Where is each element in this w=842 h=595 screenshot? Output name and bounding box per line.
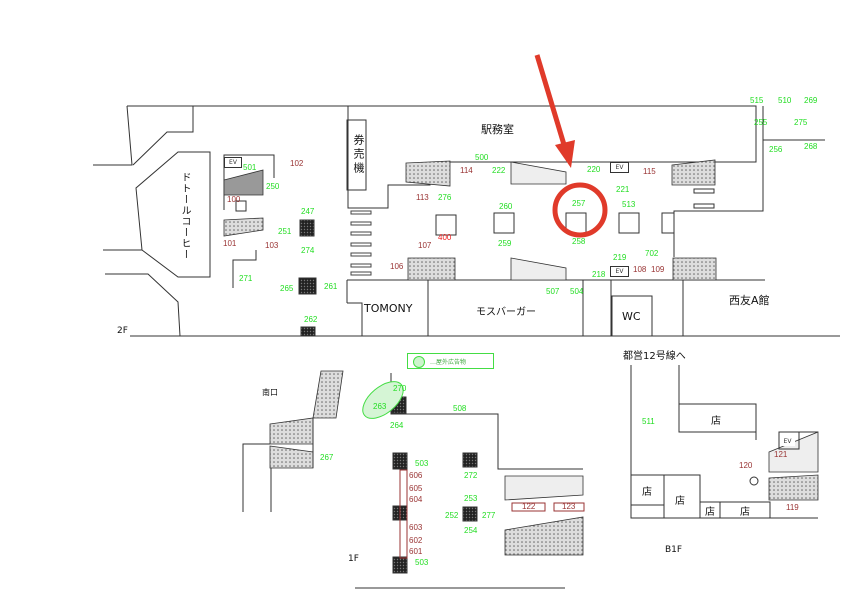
elevator-b1f: EV <box>780 437 795 446</box>
equipment-number-label: 109 <box>651 265 665 274</box>
ad-number-label: 254 <box>464 526 478 535</box>
floor-b1f-label: B1F <box>665 545 683 555</box>
equipment-number-label: 107 <box>418 241 432 250</box>
ad-number-label: 503 <box>415 459 429 468</box>
equipment-number-label: 119 <box>786 503 799 512</box>
ad-number-label: 251 <box>278 227 292 236</box>
ad-number-label: 256 <box>769 145 783 154</box>
equipment-number-label: 114 <box>460 166 473 175</box>
equipment-number-label: 100 <box>227 195 241 204</box>
ad-number-label: 513 <box>622 200 636 209</box>
ad-number-label: 272 <box>464 471 478 480</box>
highlighted-ad-number-label: 257 <box>572 199 586 208</box>
elevator-2f-north: EV <box>610 162 629 173</box>
ad-number-label: 275 <box>794 118 808 127</box>
ad-number-label: 269 <box>804 96 818 105</box>
ad-number-label: 507 <box>546 287 560 296</box>
floor-2f-label: 2F <box>117 326 128 336</box>
ad-number-label: 276 <box>438 193 452 202</box>
outdoor-ad-legend-swatch <box>413 356 425 368</box>
ad-number-label: 262 <box>304 315 318 324</box>
ad-number-label: 253 <box>464 494 478 503</box>
legend-text: …屋外広告物 <box>430 359 467 366</box>
ad-number-label: 252 <box>445 511 459 520</box>
equipment-number-label: 604 <box>409 495 423 504</box>
ad-number-label: 264 <box>390 421 404 430</box>
ad-number-label: 277 <box>482 511 496 520</box>
mos-burger-label: モスバーガー <box>476 307 536 318</box>
equipment-number-label: 603 <box>409 523 423 532</box>
shop-label: 店 <box>705 507 715 518</box>
shop-label: 店 <box>740 507 750 518</box>
floor-1f-label: 1F <box>348 554 359 564</box>
equipment-number-label: 113 <box>416 193 429 202</box>
ad-number-label: 222 <box>492 166 506 175</box>
ad-number-label: 255 <box>754 118 768 127</box>
crosswalk <box>350 210 372 276</box>
tomony-label: TOMONY <box>364 302 413 315</box>
ad-number-label: 268 <box>804 142 818 151</box>
ad-number-label: 220 <box>587 165 601 174</box>
ad-number-label: 501 <box>243 163 257 172</box>
ad-number-label: 265 <box>280 284 294 293</box>
stairs <box>223 159 819 556</box>
equipment-number-label: 101 <box>223 239 237 248</box>
ad-number-label: 702 <box>645 249 659 258</box>
station-office-label: 駅務室 <box>481 123 514 136</box>
walls-2f <box>93 105 840 337</box>
outdoor-ad-area <box>362 381 404 419</box>
shop-label: 店 <box>642 487 652 498</box>
equipment-number-label: 605 <box>409 484 423 493</box>
doutor-label: ドトールコーヒー <box>179 172 190 260</box>
ad-number-label: 515 <box>750 96 764 105</box>
equipment-number-label: 602 <box>409 536 423 545</box>
ad-number-label: 263 <box>373 402 387 411</box>
equipment-number-label: 103 <box>265 241 279 250</box>
ad-number-label: 250 <box>266 182 280 191</box>
wc-label: WC <box>622 310 641 323</box>
equipment-number-label: 115 <box>643 167 656 176</box>
ad-number-label: 274 <box>301 246 315 255</box>
equipment-number-label: 601 <box>409 547 423 556</box>
ad-number-label: 259 <box>498 239 512 248</box>
equipment-number-label: 108 <box>633 265 647 274</box>
equipment-number-label: 400 <box>438 233 452 242</box>
south-exit-label: 南口 <box>262 388 278 397</box>
ad-number-label: 504 <box>570 287 584 296</box>
ad-number-label: 511 <box>642 417 655 426</box>
ad-number-label: 260 <box>499 202 513 211</box>
ad-number-label: 218 <box>592 270 606 279</box>
ad-number-label: 267 <box>320 453 334 462</box>
toei-line-label: 都営12号線へ <box>623 351 686 362</box>
seiyu-label: 西友A館 <box>729 294 770 307</box>
equipment-number-label: 606 <box>409 471 423 480</box>
ad-number-label: 261 <box>324 282 338 291</box>
elevator-2f-south: EV <box>610 266 629 277</box>
equipment-number-label: 123 <box>562 502 576 511</box>
equipment-number-label: 122 <box>522 502 536 511</box>
shop-label: 店 <box>675 496 685 507</box>
elevator-2f-west: EV <box>224 157 242 168</box>
shop-label: 店 <box>711 416 721 427</box>
ad-number-label: 270 <box>393 384 407 393</box>
ad-number-label: 221 <box>616 185 630 194</box>
ad-number-label: 258 <box>572 237 586 246</box>
equipment-number-label: 120 <box>739 461 753 470</box>
equipment-number-label: 106 <box>390 262 404 271</box>
ticket-machine-label: 券売機 <box>352 134 365 176</box>
ad-number-label: 271 <box>239 274 253 283</box>
equipment-number-label: 102 <box>290 159 304 168</box>
highlight-marker <box>534 54 608 238</box>
equipment-number-label: 121 <box>774 450 788 459</box>
ad-number-label: 219 <box>613 253 627 262</box>
ad-number-label: 510 <box>778 96 792 105</box>
ad-number-label: 503 <box>415 558 429 567</box>
ad-number-label: 500 <box>475 153 489 162</box>
ad-number-label: 508 <box>453 404 467 413</box>
ad-number-label: 247 <box>301 207 315 216</box>
legend: …屋外広告物 <box>407 353 494 369</box>
walls-b1f <box>630 365 818 519</box>
